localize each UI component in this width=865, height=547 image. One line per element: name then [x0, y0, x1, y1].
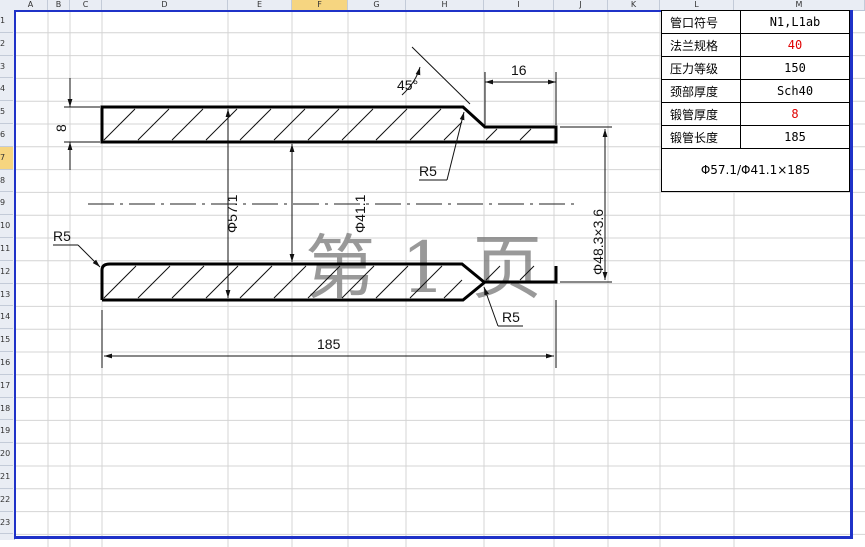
row-header-5[interactable]: 5: [0, 101, 13, 124]
spec-label[interactable]: 法兰规格: [661, 33, 741, 57]
row-header-14[interactable]: 14: [0, 306, 13, 330]
column-header-F[interactable]: F: [292, 0, 348, 10]
row-header-21[interactable]: 21: [0, 466, 13, 489]
column-header-I[interactable]: I: [484, 0, 554, 10]
dim-inner-diameter: Φ41.1: [352, 194, 368, 233]
pipe-outline: [100, 105, 558, 302]
row-header-20[interactable]: 20: [0, 443, 13, 466]
worksheet-grid[interactable]: [14, 10, 865, 547]
row-header-19[interactable]: 19: [0, 420, 13, 444]
spec-value[interactable]: N1,L1ab: [740, 10, 850, 34]
page-watermark: 第 1 页: [305, 227, 544, 309]
drawing-border-frame: [14, 10, 853, 539]
row-header-15[interactable]: 15: [0, 329, 13, 352]
dim-neck-diameter: Φ48.3×3.6: [590, 209, 606, 275]
row-header-9[interactable]: 9: [0, 192, 13, 216]
spec-value[interactable]: 185: [740, 125, 850, 149]
spec-label[interactable]: 压力等级: [661, 56, 741, 80]
radius-label-bottom: R5: [502, 309, 520, 325]
column-header-L[interactable]: L: [660, 0, 734, 10]
row-header-11[interactable]: 11: [0, 238, 13, 261]
row-header-22[interactable]: 22: [0, 489, 13, 512]
dim-wall-thickness: 8: [53, 124, 69, 132]
column-header-A[interactable]: A: [14, 0, 48, 10]
spec-label[interactable]: 锻管长度: [661, 125, 741, 149]
row-header-3[interactable]: 3: [0, 56, 13, 79]
row-header-7[interactable]: 7: [0, 146, 13, 170]
row-header-18[interactable]: 18: [0, 398, 13, 421]
row-header-1[interactable]: 1: [0, 10, 13, 33]
hatch-top-wall: [103, 108, 532, 141]
column-header-G[interactable]: G: [348, 0, 406, 10]
column-header-H[interactable]: H: [406, 0, 484, 10]
row-header-2[interactable]: 2: [0, 33, 13, 56]
spec-summary[interactable]: Φ57.1/Φ41.1×185: [661, 148, 850, 192]
row-header-17[interactable]: 17: [0, 375, 13, 398]
spec-label[interactable]: 锻管厚度: [661, 102, 741, 126]
spec-value[interactable]: 150: [740, 56, 850, 80]
dim-total-length: 185: [317, 336, 341, 352]
row-header-13[interactable]: 13: [0, 284, 13, 307]
spec-value[interactable]: 8: [740, 102, 850, 126]
column-header-J[interactable]: J: [554, 0, 608, 10]
hatch-bottom-wall: [103, 265, 535, 299]
row-header-12[interactable]: 12: [0, 261, 13, 284]
row-header-8[interactable]: 8: [0, 170, 13, 193]
column-header-C[interactable]: C: [70, 0, 102, 10]
row-header-6[interactable]: 6: [0, 124, 13, 147]
radius-label-top: R5: [419, 163, 437, 179]
dim-outer-diameter: Φ57.1: [224, 194, 240, 233]
dim-chamfer-angle: 45°: [397, 77, 418, 93]
column-header-D[interactable]: D: [102, 0, 228, 10]
spec-value[interactable]: 40: [740, 33, 850, 57]
spec-value[interactable]: Sch40: [740, 79, 850, 103]
row-header-4[interactable]: 4: [0, 78, 13, 102]
radius-label-left: R5: [53, 228, 71, 244]
row-header-10[interactable]: 10: [0, 215, 13, 238]
column-header-K[interactable]: K: [608, 0, 660, 10]
column-header-E[interactable]: E: [228, 0, 292, 10]
row-header-16[interactable]: 16: [0, 352, 13, 375]
spec-label[interactable]: 颈部厚度: [661, 79, 741, 103]
spec-label[interactable]: 管口符号: [661, 10, 741, 34]
column-header-B[interactable]: B: [48, 0, 70, 10]
row-header-23[interactable]: 23: [0, 512, 13, 535]
dim-neck-length: 16: [511, 62, 527, 78]
grid-lines: [14, 10, 865, 547]
